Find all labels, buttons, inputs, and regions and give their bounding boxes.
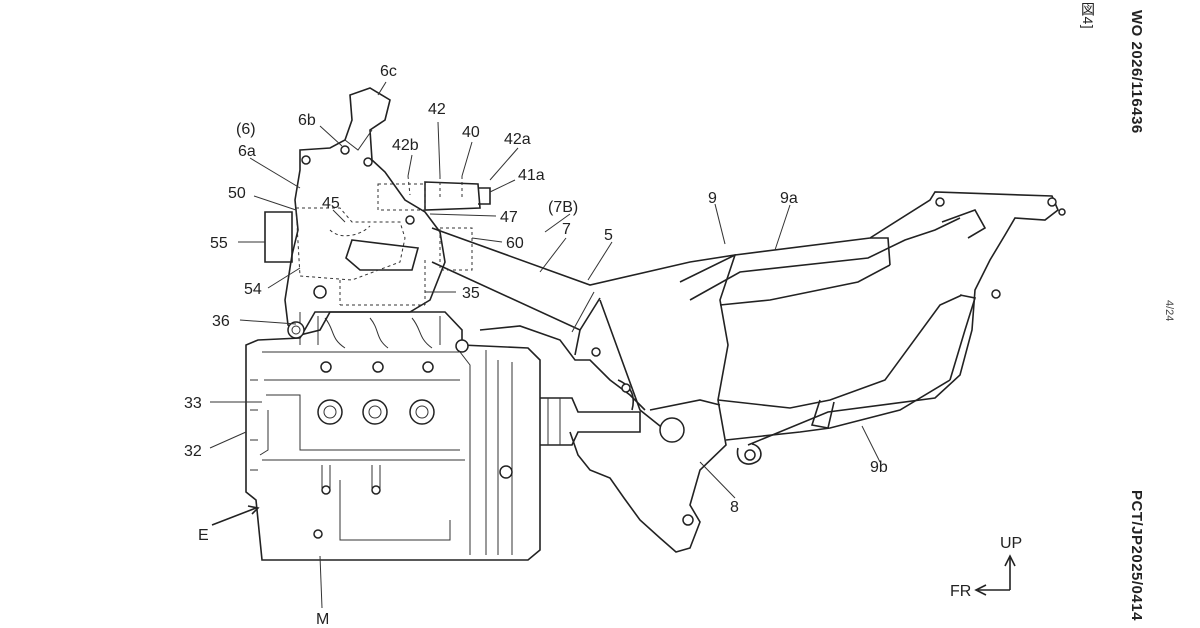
- page-number: 4/24: [1163, 300, 1175, 322]
- direction-indicator: UP FR: [950, 535, 1022, 600]
- ref-E: E: [198, 527, 209, 544]
- ref-60: 60: [506, 235, 524, 252]
- ref-35: 35: [462, 285, 480, 302]
- ref-42a: 42a: [504, 131, 531, 148]
- ref-8: 8: [730, 499, 739, 516]
- ref-47: 47: [500, 209, 518, 226]
- rear-frame: [679, 191, 1066, 465]
- front-label: FR: [950, 583, 971, 600]
- ref-45: 45: [322, 195, 340, 212]
- ref-9: 9: [708, 190, 717, 207]
- application-number: PCT/JP2025/0414: [1128, 490, 1145, 621]
- up-label: UP: [1000, 535, 1022, 552]
- ref-42b: 42b: [392, 137, 419, 154]
- ref-32: 32: [184, 443, 202, 460]
- main-frame: [431, 227, 737, 553]
- ref-50: 50: [228, 185, 246, 202]
- ref-42: 42: [428, 101, 446, 118]
- engine-unit: [245, 311, 541, 561]
- leader-lines: [209, 81, 881, 609]
- ref-M: M: [316, 611, 329, 628]
- ref-55: 55: [210, 235, 228, 252]
- ref-6c: 6c: [380, 63, 397, 80]
- ref-6a: 6a: [238, 143, 256, 160]
- ref-9a: 9a: [780, 190, 798, 207]
- publication-number: WO 2026/116436: [1128, 10, 1145, 134]
- ref-54: 54: [244, 281, 262, 298]
- ref-7B: (7B): [548, 199, 578, 216]
- sensor-units: [264, 175, 491, 306]
- ref-40: 40: [462, 124, 480, 141]
- ref-41a: 41a: [518, 167, 545, 184]
- reference-numerals: 6c 6b (6) 6a 42 42b 40 42a 41a 50 45 47 …: [184, 63, 888, 628]
- ref-9b: 9b: [870, 459, 888, 476]
- ref-6-paren: (6): [236, 121, 256, 138]
- ref-5: 5: [604, 227, 613, 244]
- figure-label: 図4]: [1080, 2, 1096, 30]
- ref-7: 7: [562, 221, 571, 238]
- ref-36: 36: [212, 313, 230, 330]
- ref-33: 33: [184, 395, 202, 412]
- ref-6b: 6b: [298, 112, 316, 129]
- drive-shaft: [540, 397, 641, 446]
